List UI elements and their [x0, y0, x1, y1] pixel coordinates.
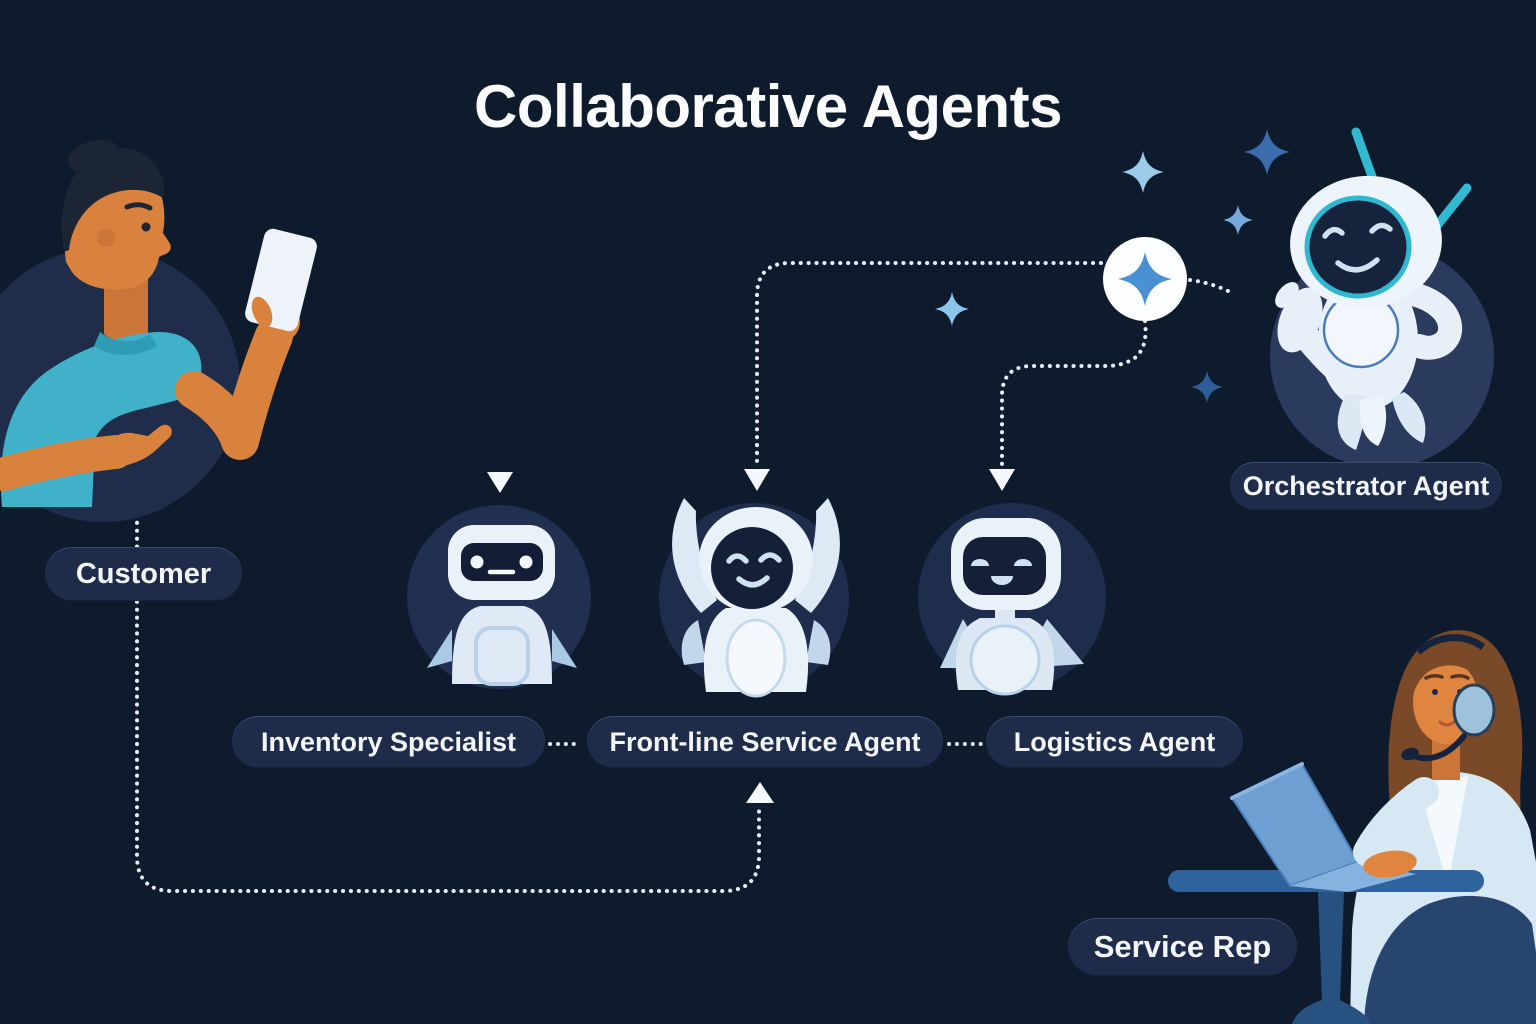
orchestrator-robot-icon [1270, 127, 1494, 468]
customer-hair [61, 147, 164, 252]
label-inventory-specialist: Inventory Specialist [232, 716, 545, 768]
label-logistics-agent-text: Logistics Agent [1013, 726, 1216, 757]
table-pedestal [1292, 892, 1370, 1024]
page-title: Collaborative Agents [474, 73, 1062, 140]
arrow-down-frontline-icon [744, 469, 770, 491]
arrow-up-frontline-icon [746, 782, 774, 803]
label-frontline-service-agent: Front-line Service Agent [587, 716, 943, 768]
label-inventory-specialist-text: Inventory Specialist [260, 726, 517, 757]
label-customer: Customer [45, 547, 242, 601]
path-badge-to-orchestrator [1188, 278, 1234, 295]
label-service-rep: Service Rep [1068, 918, 1297, 976]
label-orchestrator-agent-text: Orchestrator Agent [1242, 470, 1490, 501]
arrow-down-inventory-icon [487, 472, 513, 493]
inventory-robot-icon [407, 505, 591, 689]
logistics-robot-icon [918, 503, 1106, 696]
label-logistics-agent: Logistics Agent [986, 716, 1243, 768]
path-customer-to-frontline [135, 505, 761, 893]
label-service-rep-text: Service Rep [1093, 929, 1272, 964]
sparkle-badge-icon [1118, 252, 1172, 306]
customer-illustration [0, 139, 317, 522]
sparkles [935, 129, 1290, 403]
path-orchestrator-to-frontline [755, 261, 1103, 466]
sparkle-icon [1191, 371, 1223, 403]
label-customer-text: Customer [75, 557, 212, 590]
path-orchestrator-to-logistics [1000, 319, 1148, 466]
sparkle-icon [1244, 129, 1290, 175]
sparkle-icon [935, 292, 969, 326]
sparkle-icon [1223, 205, 1253, 235]
headset-icon [1401, 634, 1496, 762]
label-frontline-service-agent-text: Front-line Service Agent [609, 726, 921, 757]
service-rep-illustration [1168, 630, 1536, 1024]
arrow-down-logistics-icon [989, 469, 1015, 491]
frontline-robot-icon [659, 498, 849, 698]
pointing-hand [107, 424, 172, 468]
sparkle-icon [1122, 151, 1164, 193]
label-orchestrator-agent: Orchestrator Agent [1230, 462, 1502, 510]
